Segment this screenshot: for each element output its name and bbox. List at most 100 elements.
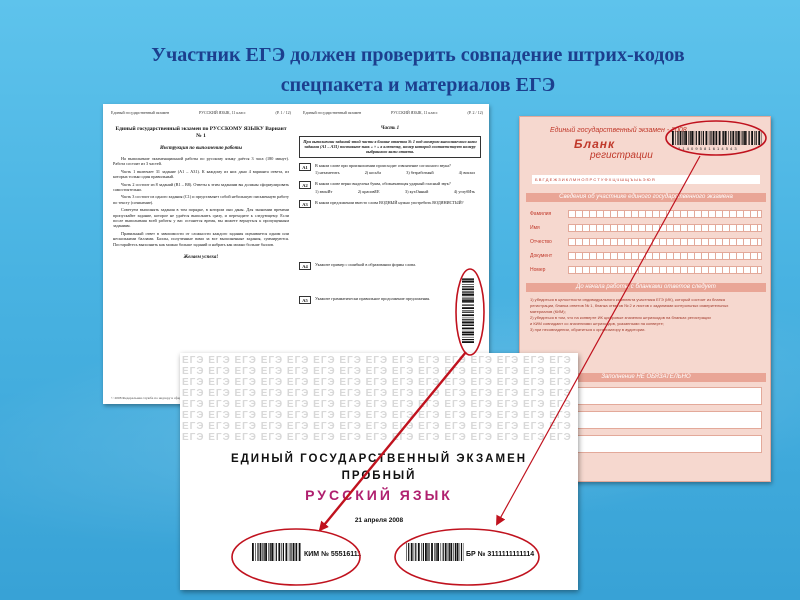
field-cells[interactable] [568,209,762,218]
field-number: Номер [530,265,762,274]
barcode-bar [290,543,292,561]
question-options: 1) незаметить 2) косьба 3) безработный 4… [315,170,481,175]
header-text: РУССКИЙ ЯЗЫК, 11 класс [199,110,246,115]
barcode-bar [425,543,427,561]
field-patronymic: Отчество [530,237,762,246]
barcode-bar [710,131,712,145]
barcode-bar [268,543,269,561]
barcode-bar [462,286,474,288]
br-number-label: БР № 3111111111114 [466,551,535,558]
barcode-bar [462,296,474,298]
header-text: Единый государственный экзамен [111,110,170,115]
option: 1) незаметить [315,169,340,175]
barcode-bars [406,543,464,561]
option: 2) красивЕЕ [357,188,380,194]
barcode-bar [683,131,685,145]
barcode-bar [462,333,474,336]
barcode-bar [730,131,732,145]
barcode-bar [462,298,474,300]
barcode-bar [462,284,474,285]
question-number: А3 [299,199,311,208]
cover-date: 21 апреля 2008 [354,517,404,524]
barcode-bar [701,131,702,145]
barcode-bar [685,131,687,145]
barcode-bar [281,543,282,561]
doc-left-column: Единый государственный экзамен по РУССКО… [113,126,289,260]
barcode-bar [421,543,422,561]
barcode-bar [456,543,459,561]
barcode-bar [462,321,474,324]
barcode-bar [428,543,430,561]
barcode-bar [422,543,424,561]
barcode-bar [748,131,750,145]
barcode-bar [679,131,682,145]
barcode-bar [462,311,474,313]
barcode-bar [427,543,428,561]
question-spacer [299,276,481,296]
doc-header-left: Единый государственный экзамен РУССКИЙ Я… [111,110,291,115]
barcode-bar [716,131,718,145]
letter-sample-row: Б В Г Д Е Ж З И К Л М Н О П Р С Т У Ф Х … [532,175,760,184]
field-cells[interactable] [568,223,762,232]
header-text: РУССКИЙ ЯЗЫК, 11 класс [391,110,438,115]
option: 4) углубИть [453,188,475,194]
barcode-bar [682,131,683,145]
barcode-bar [410,543,413,561]
barcode-bar [724,131,727,145]
barcode-bar [431,543,433,561]
barcode-bar [450,543,453,561]
barcode-bar [265,543,267,561]
barcode-bar [740,131,742,145]
field-name: Имя [530,223,762,232]
field-cells[interactable] [568,251,762,260]
option: 2) косьба [364,169,382,175]
question-row: А2 В каком слове верно выделена буква, о… [299,181,481,194]
barcode-bar [675,131,676,145]
barcode-bar [454,543,456,561]
blank-instructions: 1) убедиться в целостности индивидуально… [530,297,762,333]
barcode-bar [252,543,254,561]
question-text: В каком предложении вместо слова ВОДНЫЙ … [315,199,464,205]
field-label: Фамилия [530,210,552,217]
br-barcode [406,543,464,561]
barcode-bar [758,131,761,145]
field-cells[interactable] [568,265,762,274]
instruction-line: 3) при несовпадении, обратиться к органи… [530,327,646,332]
cover-exam-line1: ЕДИНЫЙ ГОСУДАРСТВЕННЫЙ ЭКЗАМЕН [230,453,528,465]
blank-subtitle: регистрации [590,150,653,161]
field-cells[interactable] [568,237,762,246]
question-number: А1 [299,162,311,171]
barcode-bar [255,543,256,561]
barcode-bar [462,278,474,279]
part-heading: Часть 1 [380,126,400,131]
header-text: (Р. 1 / 12) [275,110,291,115]
barcode-bar [462,304,474,306]
barcode-bar [722,131,723,145]
doc-header-right: Единый государственный экзамен РУССКИЙ Я… [303,110,483,115]
blank-barcode [672,131,762,145]
barcode-bar [462,310,474,311]
barcode-bar [688,131,689,145]
barcode-bar [462,314,474,317]
blank-barcode-number: 2 1 4 0 9 5 8 1 6 1 4 5 4 3 [678,146,738,151]
blank-top-line: Единый государственный экзамен - 2008 [550,127,687,134]
question-spacer [299,214,481,262]
field-document: Документ [530,251,762,260]
barcode-bar [298,543,301,561]
question-number: А2 [299,181,311,190]
barcode-bar [462,324,474,326]
barcode-bar [462,302,474,303]
barcode-bar [437,543,439,561]
question-number: А4 [299,261,311,270]
doc-title: Единый государственный экзамен по РУССКО… [115,126,287,139]
barcode-bar [415,543,417,561]
barcode-bar [705,131,708,145]
barcode-bar [708,131,710,145]
header-text: Единый государственный экзамен [303,110,362,115]
header-text: (Р. 2 / 12) [467,110,483,115]
instruction-paragraph: Часть 1 включает 31 задание (А1 – А31). … [113,168,289,180]
barcode-bar [462,300,474,302]
barcode-bar [755,131,757,145]
barcode-bar [462,327,474,330]
